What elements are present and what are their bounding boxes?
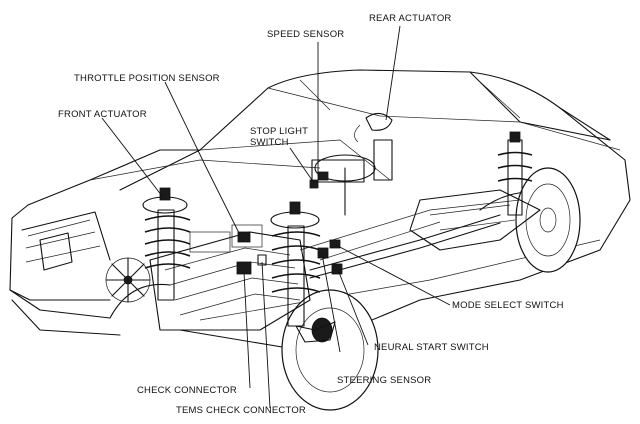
rear-actuator-unit bbox=[354, 112, 393, 181]
front-wheel bbox=[281, 289, 379, 411]
speed-sensor-part bbox=[317, 171, 329, 181]
mode-select-switch-label: MODE SELECT SWITCH bbox=[452, 300, 564, 311]
rear-actuator-label: REAR ACTUATOR bbox=[369, 13, 452, 24]
steering-sensor-part bbox=[317, 247, 329, 259]
engine-assembly bbox=[105, 189, 541, 331]
stop-light-switch-label-line1: STOP LIGHT bbox=[250, 126, 309, 137]
leader-lines bbox=[101, 25, 451, 409]
neural-start-switch-label: NEURAL START SWITCH bbox=[374, 342, 489, 353]
front-right-strut bbox=[270, 201, 336, 343]
rear-shock-absorber bbox=[497, 131, 533, 216]
stop-light-switch-label-line2: SWITCH bbox=[250, 137, 289, 148]
speed-sensor-label: SPEED SENSOR bbox=[267, 29, 345, 40]
front-actuator-label: FRONT ACTUATOR bbox=[58, 109, 147, 120]
stop-light-switch-part bbox=[309, 179, 319, 189]
steering-sensor-label: STEERING SENSOR bbox=[337, 375, 432, 386]
check-connector-label: CHECK CONNECTOR bbox=[137, 385, 237, 396]
mode-select-switch-part bbox=[329, 239, 341, 249]
stop-light-switch-label: STOP LIGHT SWITCH bbox=[250, 126, 308, 148]
neutral-start-switch-part bbox=[331, 263, 343, 275]
throttle-position-sensor-label: THROTTLE POSITION SENSOR bbox=[74, 73, 220, 84]
front-left-strut bbox=[142, 187, 191, 301]
rear-wheel bbox=[515, 167, 581, 273]
throttle-sensor-part bbox=[237, 231, 251, 243]
tems-check-connector-label: TEMS CHECK CONNECTOR bbox=[176, 405, 306, 416]
steering-wheel bbox=[311, 154, 376, 216]
